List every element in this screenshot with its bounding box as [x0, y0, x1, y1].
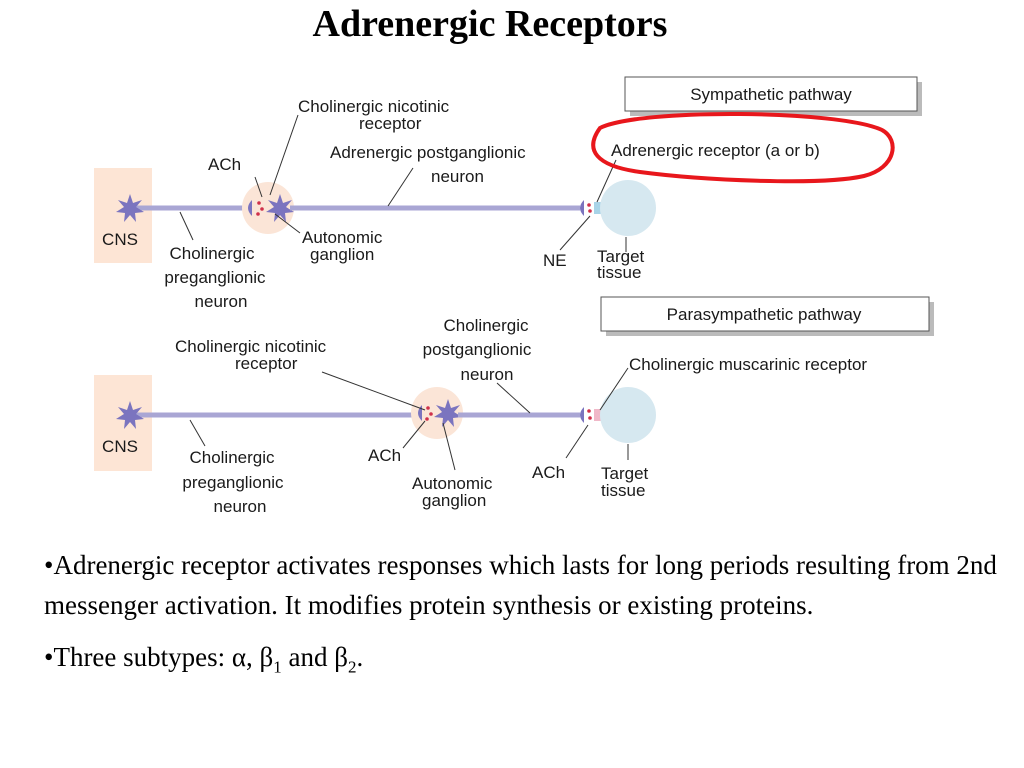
nicotinic-receptor-label-2: receptor: [359, 114, 422, 133]
subtypes-end: .: [356, 642, 364, 672]
ach-ganglion-label: ACh: [368, 446, 401, 465]
preganglionic-label-2: preganglionic: [164, 268, 266, 287]
postganglionic-label-1: Cholinergic: [443, 316, 529, 335]
ne-label: NE: [543, 251, 567, 270]
cns-box: [94, 375, 152, 471]
adrenergic-receptor-label: Adrenergic receptor (a or b): [611, 141, 820, 160]
ach-target-label: ACh: [532, 463, 565, 482]
preganglionic-neuron-body: [116, 401, 144, 429]
preganglionic-label-2: preganglionic: [182, 473, 284, 492]
muscarinic-receptor-mark: [594, 409, 602, 421]
highlight-circle: [591, 112, 895, 184]
postganglionic-terminal: [580, 200, 584, 216]
postganglionic-neuron-body: [434, 399, 462, 427]
bullet-adrenergic-response: •Adrenergic receptor activates responses…: [44, 550, 997, 620]
cns-box: [94, 168, 152, 263]
cns-label: CNS: [102, 437, 138, 456]
subscript-1: 1: [273, 657, 282, 677]
postganglionic-terminal: [580, 407, 584, 423]
nicotinic-receptor-label-1: Cholinergic nicotinic: [175, 337, 327, 356]
postganglionic-label-3: neuron: [461, 365, 514, 384]
adrenergic-receptor-mark: [594, 202, 602, 214]
target-tissue: [600, 387, 656, 443]
parasympathetic-pathway: Parasympathetic pathway CNS Cholinergic …: [94, 296, 934, 516]
nicotinic-receptor-label-2: receptor: [235, 354, 298, 373]
subtypes-text: •Three subtypes: α, β: [44, 642, 274, 672]
autonomic-pathways-diagram: Sympathetic pathway CNS: [94, 76, 934, 516]
sympathetic-pathway-box: Sympathetic pathway: [624, 76, 922, 116]
muscarinic-receptor-label: Cholinergic muscarinic receptor: [629, 355, 867, 374]
subtypes-and: and β: [281, 642, 349, 672]
bullet-subtypes: •Three subtypes: α, β1 and β2.: [44, 637, 1004, 687]
nicotinic-receptor-label-1: Cholinergic nicotinic: [298, 97, 450, 116]
preganglionic-label-1: Cholinergic: [169, 244, 255, 263]
cns-label: CNS: [102, 230, 138, 249]
ganglion-label-2: ganglion: [310, 245, 374, 264]
sympathetic-pathway-label: Sympathetic pathway: [690, 85, 852, 104]
target-label-1: Target: [597, 247, 645, 266]
ganglion-label-2: ganglion: [422, 491, 486, 510]
parasympathetic-pathway-label: Parasympathetic pathway: [667, 305, 862, 324]
bullet-list: •Adrenergic receptor activates responses…: [44, 545, 1004, 699]
preganglionic-label-1: Cholinergic: [189, 448, 275, 467]
preganglionic-label-3: neuron: [195, 292, 248, 311]
postganglionic-label-2: neuron: [431, 167, 484, 186]
target-label-2: tissue: [597, 263, 641, 282]
postganglionic-label-2: postganglionic: [423, 340, 532, 359]
slide-title: Adrenergic Receptors: [312, 3, 668, 45]
preganglionic-neuron-body: [116, 194, 144, 222]
postganglionic-neuron-body: [266, 194, 294, 222]
subscript-2: 2: [348, 657, 357, 677]
target-label-2: tissue: [601, 481, 645, 500]
ach-label: ACh: [208, 155, 241, 174]
ganglion-label-1: Autonomic: [412, 474, 493, 493]
ganglion-label-1: Autonomic: [302, 228, 383, 247]
preganglionic-label-3: neuron: [214, 497, 267, 516]
ganglion-glow: [411, 387, 463, 439]
target-label-1: Target: [601, 464, 649, 483]
parasympathetic-pathway-box: Parasympathetic pathway: [600, 296, 934, 336]
postganglionic-label-1: Adrenergic postganglionic: [330, 143, 526, 162]
target-tissue: [600, 180, 656, 236]
axon-terminal: [248, 200, 252, 216]
ganglion-glow: [242, 182, 294, 234]
sympathetic-pathway: Sympathetic pathway CNS: [94, 76, 922, 311]
